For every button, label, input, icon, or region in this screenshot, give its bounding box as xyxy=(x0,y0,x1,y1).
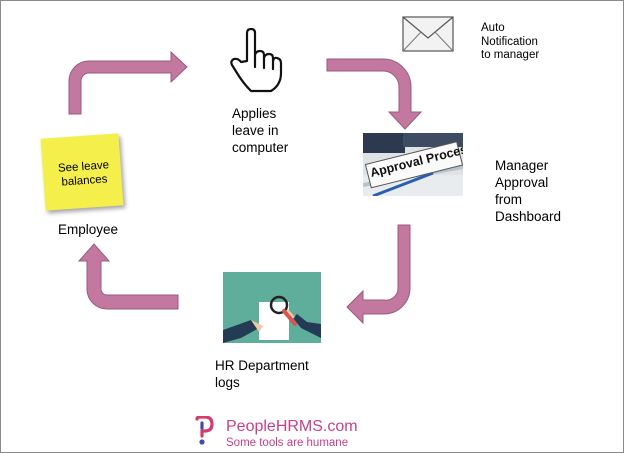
auto-notification-label: Auto Notification to manager xyxy=(481,22,540,61)
peoplehrms-logo xyxy=(195,416,214,445)
hr-graphic xyxy=(223,295,321,343)
applies-label: Applies leave in computer xyxy=(232,106,289,155)
employee-label: Employee xyxy=(58,222,119,237)
sticky-note: See leave balances xyxy=(40,133,124,211)
manager-approval-label: Manager Approval from Dashboard xyxy=(495,158,562,224)
approval-graphic xyxy=(363,133,463,196)
document-magnifier-image xyxy=(223,272,321,343)
brand-name: PeopleHRMS.com xyxy=(226,418,358,435)
pointing-hand-icon xyxy=(230,27,283,93)
arrow-manager-to-hr xyxy=(346,224,411,325)
arrow-applies-to-manager xyxy=(326,58,423,130)
sticky-note-text: See leave balances xyxy=(57,159,110,189)
envelope-icon xyxy=(402,16,454,52)
arrow-hr-to-employee xyxy=(77,243,179,310)
arrow-employee-to-applies xyxy=(68,50,188,115)
hr-department-label: HR Department logs xyxy=(215,358,309,390)
brand-tagline: Some tools are humane xyxy=(226,437,349,449)
approval-process-image: Approval Process xyxy=(363,133,463,196)
